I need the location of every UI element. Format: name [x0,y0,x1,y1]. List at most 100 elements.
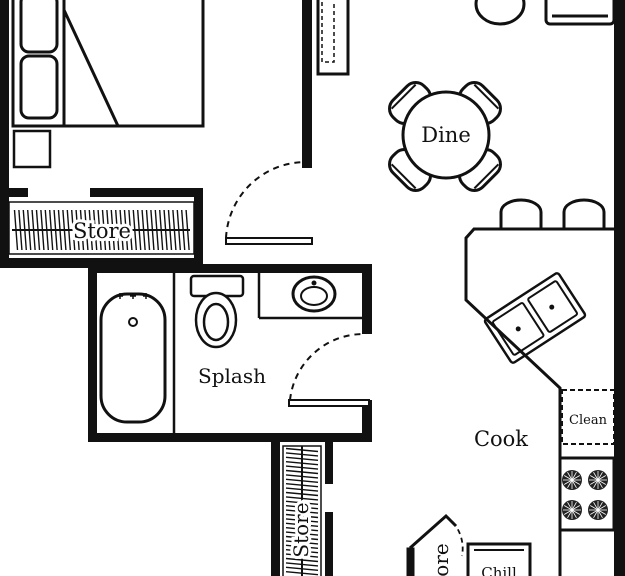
hanger-stroke [285,571,319,576]
hanger-stroke [285,557,319,563]
room-label-store-top: Store [73,219,131,243]
hanger-stroke [141,209,146,251]
hanger-stroke [285,540,319,545]
hanger-stroke [285,447,319,453]
hanger-stroke [57,209,63,251]
burner-icon [562,470,582,490]
hanger-stroke [285,469,319,475]
hanger-stroke [285,531,319,536]
hanger-stroke [44,209,49,251]
hanger-stroke [27,209,32,251]
closet-walls [0,188,203,268]
bathroom-walls [88,264,372,442]
kitchen-sink-icon [483,272,587,364]
hanger-stroke [31,209,36,251]
bedroom-walls [0,0,312,192]
hanger-stroke [285,509,319,514]
appliance-label-chill: Chill [481,564,517,576]
bathtub-icon [99,292,167,424]
stove-icon [558,456,616,532]
closet-hanger-icon [12,209,190,251]
toilet-icon [189,274,245,349]
burner-icon [588,470,608,490]
hanger-stroke [101,209,107,251]
hanger-stroke [62,209,67,251]
hanger-stroke [285,456,319,461]
hanger-stroke [285,452,319,457]
chair-icon [474,0,526,26]
hanger-stroke [185,209,190,251]
shelf-icon [316,0,350,76]
hanger-stroke [84,209,89,251]
hanger-stroke [285,513,319,519]
hanger-stroke [123,209,129,251]
bathroom-door-swing-icon [288,332,370,407]
hanger-stroke [71,209,76,251]
hanger-stroke [132,209,137,251]
room-label-store-partial: ore [429,543,453,576]
bed-icon [11,0,205,128]
hanger-stroke [285,496,319,501]
hanger-stroke [172,209,177,251]
hanger-stroke [150,209,155,251]
hanger-stroke [285,544,319,549]
room-label-splash: Splash [198,364,266,388]
hanger-stroke [66,209,71,251]
room-label-dine: Dine [421,123,471,147]
pantry-door-swing-icon [445,515,464,557]
hanger-stroke [53,209,58,251]
bedroom-door-swing-icon [225,160,313,245]
hanger-stroke [88,209,93,251]
hanger-stroke [79,209,85,251]
hanger-stroke [75,209,80,251]
hanger-stroke [285,474,319,479]
burner-icon [588,500,608,520]
hanger-stroke [285,487,319,492]
hanger-stroke [115,209,120,251]
refrigerator-icon [466,542,532,576]
hanger-stroke [285,549,319,554]
bathroom-sink-icon [291,275,337,313]
hanger-stroke [285,478,319,483]
hanger-stroke [285,527,319,532]
dining-table-icon [388,0,526,192]
armchair-icon [544,0,616,26]
hanger-stroke [35,209,41,251]
hanger-stroke [285,491,319,497]
hanger-stroke [285,483,319,488]
hall-closet-walls [271,442,333,576]
burner-icon [562,500,582,520]
kitchen-counter [464,227,614,576]
hanger-stroke [18,209,23,251]
room-label-store-bottom: Store [289,502,313,557]
hanger-stroke [119,209,124,251]
hanger-stroke [22,209,27,251]
hanger-stroke [13,209,19,251]
hanger-stroke [285,566,319,571]
hanger-stroke [163,209,168,251]
hanger-stroke [49,209,54,251]
hanger-stroke [93,209,98,251]
dishwasher-icon [561,389,615,445]
hanger-stroke [285,562,319,567]
hanger-stroke [159,209,164,251]
hanger-stroke [285,518,319,523]
room-label-cook: Cook [474,427,528,451]
hanger-stroke [181,209,186,251]
hanger-stroke [145,209,151,251]
hanger-stroke [128,209,133,251]
hanger-stroke [106,209,111,251]
hanger-stroke [97,209,102,251]
nightstand-icon [12,129,52,169]
hanger-stroke [40,209,45,251]
hanger-stroke [137,209,142,251]
hanger-stroke [285,505,319,510]
closet-hanger-icon [285,446,319,576]
hanger-stroke [176,209,181,251]
hanger-stroke [285,522,319,527]
hanger-stroke [285,500,319,505]
bathroom-inner-lines [172,272,362,434]
hanger-stroke [285,553,319,558]
hanger-stroke [167,209,173,251]
